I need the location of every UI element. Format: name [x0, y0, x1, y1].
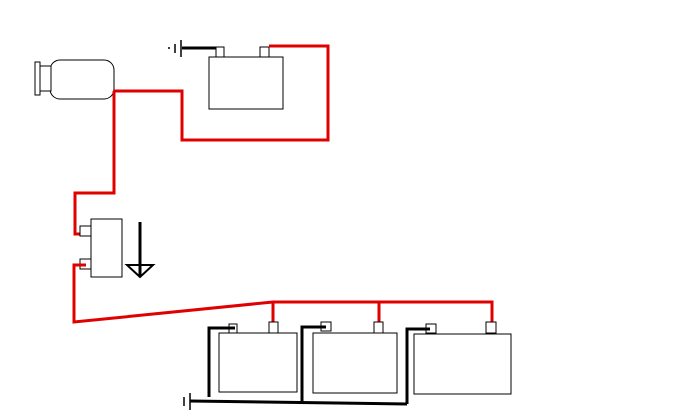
ground-icon [183, 393, 191, 410]
starting-battery-positive-wire [114, 44, 330, 142]
ground-icon [168, 40, 216, 57]
battery-body [312, 332, 398, 394]
battery-body [208, 56, 284, 110]
positive-terminal [268, 321, 279, 334]
battery-body [413, 333, 512, 395]
starting-battery [208, 46, 284, 110]
negative-terminal [215, 46, 225, 58]
isolator-body [90, 218, 123, 278]
battery-body [218, 332, 298, 393]
ground-icon [124, 222, 156, 279]
alternator-to-isolator-wire [73, 91, 116, 236]
isolator [79, 218, 123, 278]
house-battery-2 [312, 321, 398, 394]
house-battery-3 [413, 321, 512, 395]
isolator-input-terminal [79, 225, 92, 237]
alternator-icon [34, 59, 115, 100]
positive-terminal [259, 46, 270, 58]
isolator-to-house-bank-wire [72, 263, 494, 324]
house-battery-1 [218, 321, 298, 393]
positive-terminal [485, 321, 497, 334]
house-bank-ground-wire [189, 325, 430, 406]
positive-terminal [373, 321, 384, 334]
